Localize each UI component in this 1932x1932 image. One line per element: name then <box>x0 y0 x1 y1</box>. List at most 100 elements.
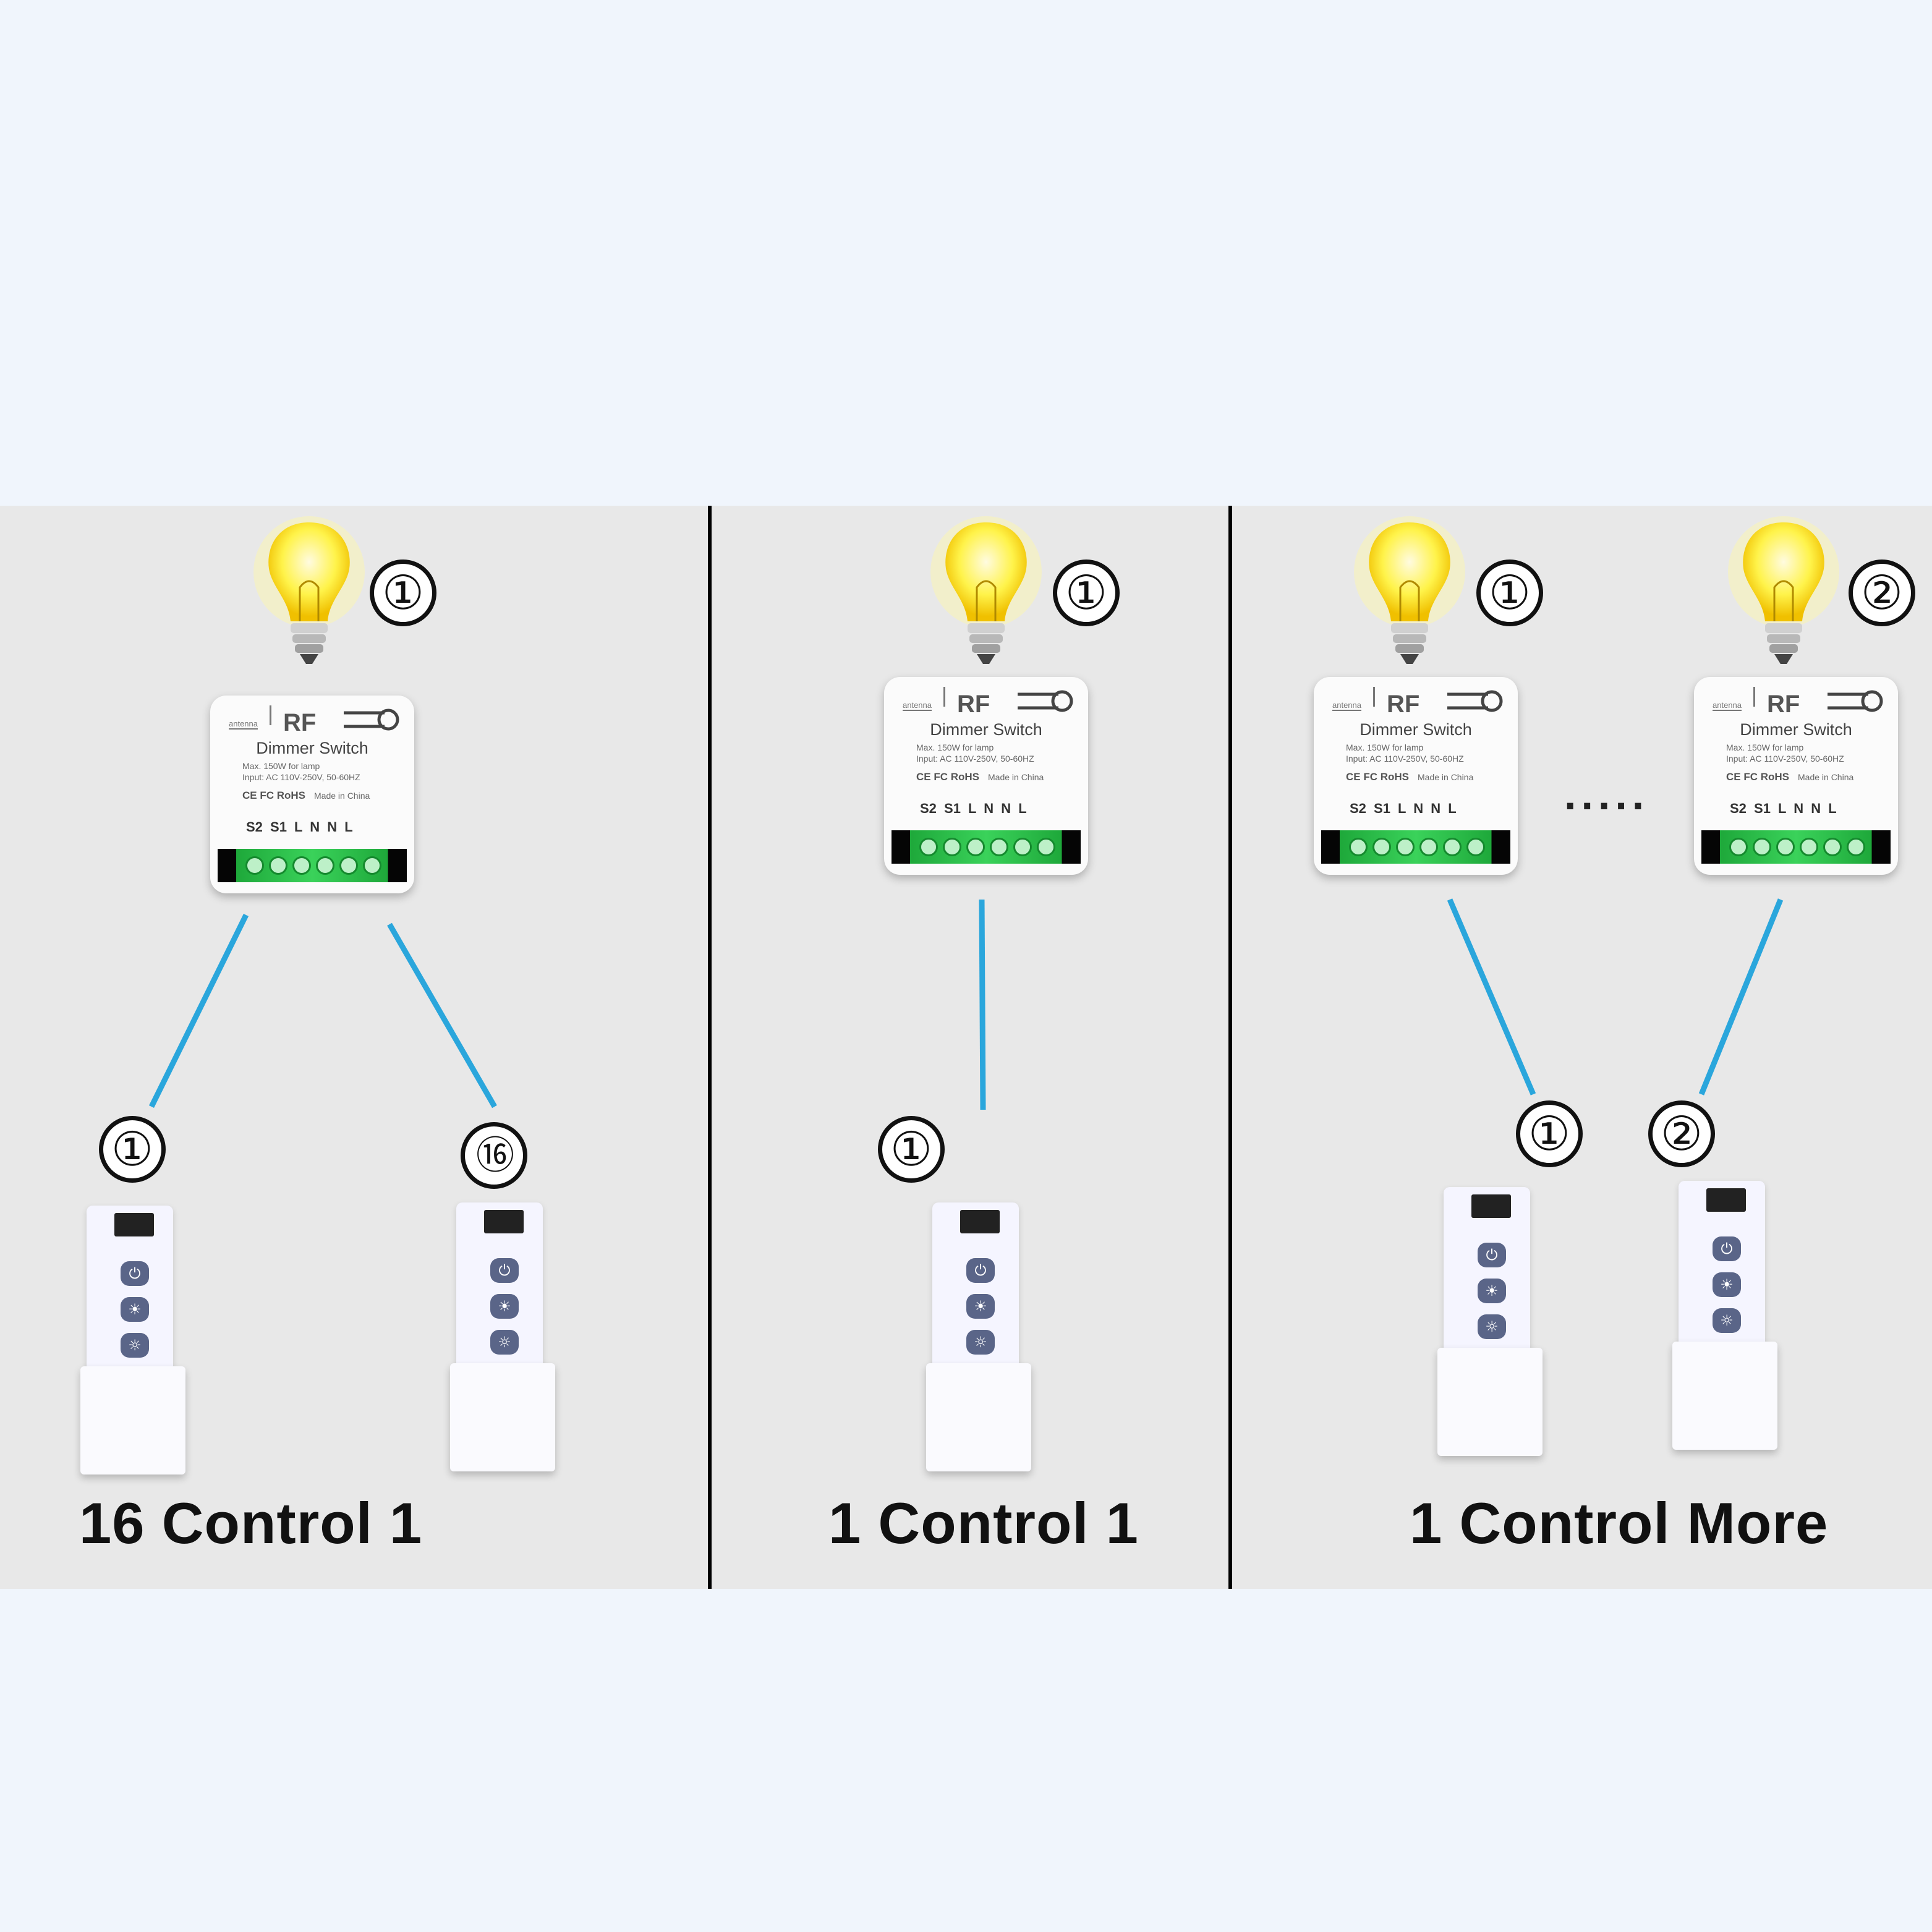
rf-link-line <box>979 899 986 1110</box>
brightness-up-icon: ☀ <box>1713 1272 1741 1297</box>
bulb-icon <box>927 513 1045 680</box>
remote-number: ① <box>99 1116 166 1183</box>
panel-caption: 16 Control 1 <box>79 1491 423 1555</box>
terminal-screw <box>1396 838 1415 856</box>
module-title: Dimmer Switch <box>930 720 1042 739</box>
made-in: Made in China <box>314 791 370 801</box>
module-spec: Input: AC 110V-250V, 50-60HZ <box>1346 754 1464 764</box>
bulb-number: ① <box>1476 560 1543 626</box>
module-title: Dimmer Switch <box>1740 720 1852 739</box>
made-in: Made in China <box>988 772 1044 782</box>
terminal-screw <box>1372 838 1391 856</box>
remote-body: ⏻☀☼ <box>1679 1181 1765 1366</box>
remote-number: ⑯ <box>461 1122 527 1189</box>
remote-indicator <box>1706 1188 1746 1212</box>
button-hook-icon <box>1447 690 1503 712</box>
rf-label: RF <box>1387 691 1420 718</box>
rf-label: RF <box>283 709 317 736</box>
remote-indicator <box>114 1213 154 1236</box>
antenna-label: antenna <box>1713 700 1742 711</box>
power-icon: ⏻ <box>966 1258 995 1283</box>
button-hook-icon <box>1018 690 1073 712</box>
terminal-screw <box>1013 838 1032 856</box>
cert-marks: CE FC RoHS <box>1726 771 1789 783</box>
brightness-down-icon: ☼ <box>966 1330 995 1355</box>
lightbulb-glyph <box>1728 516 1839 664</box>
terminal-block <box>1321 830 1510 864</box>
bulb-icon <box>250 513 368 680</box>
terminal-screw <box>292 856 311 875</box>
terminal-screw <box>316 856 334 875</box>
remote-indicator <box>1471 1194 1511 1218</box>
rf-label: RF <box>1767 691 1800 718</box>
power-icon: ⏻ <box>1478 1243 1506 1267</box>
antenna-label: antenna <box>1332 700 1361 711</box>
power-icon: ⏻ <box>121 1261 149 1286</box>
rf-link-line <box>1447 898 1536 1096</box>
terminal-screw <box>1729 838 1748 856</box>
remote-control: ⏻ ☀ ☼ <box>926 1202 1034 1475</box>
terminal-screw <box>1847 838 1865 856</box>
bulb-number: ② <box>1849 560 1915 626</box>
remote-body: ⏻☀☼ <box>456 1202 543 1388</box>
remote-control: ⏻☀☼ <box>450 1202 558 1475</box>
terminal-screw <box>245 856 264 875</box>
brightness-down-icon: ☼ <box>1478 1314 1506 1339</box>
lightbulb-glyph <box>253 516 365 664</box>
bulb-number: ① <box>1053 560 1120 626</box>
terminal-labels: S2 S1 L N N L <box>1350 801 1457 816</box>
brightness-up-icon: ☀ <box>121 1297 149 1322</box>
terminal-screw <box>1443 838 1462 856</box>
remote-cover <box>1672 1342 1777 1450</box>
remote-cover <box>80 1366 185 1475</box>
terminal-screw <box>339 856 358 875</box>
bulb-icon <box>1351 513 1468 680</box>
module-spec: Max. 150W for lamp <box>916 743 994 752</box>
remote-indicator <box>484 1210 524 1233</box>
remote-body: ⏻☀☼ <box>1444 1187 1530 1372</box>
terminal-screw <box>1753 838 1771 856</box>
antenna-label: antenna <box>903 700 932 711</box>
remote-control: ⏻☀☼ <box>1672 1181 1781 1453</box>
button-hook-icon <box>1828 690 1883 712</box>
remote-body: ⏻ ☀ ☼ <box>932 1202 1019 1388</box>
remote-cover <box>1437 1348 1543 1456</box>
terminal-block <box>892 830 1081 864</box>
terminal-labels: S2 S1 L N N L <box>1730 801 1837 816</box>
remote-number: ① <box>878 1116 945 1183</box>
remote-cover <box>926 1363 1031 1471</box>
module-title: Dimmer Switch <box>1360 720 1472 739</box>
module-title: Dimmer Switch <box>256 739 368 757</box>
brightness-down-icon: ☼ <box>121 1333 149 1358</box>
remote-indicator <box>960 1210 1000 1233</box>
rf-label: RF <box>957 691 990 718</box>
bulb-icon <box>1725 513 1842 680</box>
cert-marks: CE FC RoHS <box>1346 771 1409 783</box>
panel-divider <box>1228 506 1232 1589</box>
rf-link-line <box>1698 898 1784 1096</box>
panel-divider <box>708 506 712 1589</box>
terminal-block <box>218 849 407 882</box>
panel-caption: 1 Control More <box>1410 1491 1829 1555</box>
module-spec: Max. 150W for lamp <box>1346 743 1424 752</box>
remote-control: ⏻☀☼ <box>1437 1187 1546 1459</box>
brightness-up-icon: ☀ <box>966 1294 995 1319</box>
power-icon: ⏻ <box>1713 1236 1741 1261</box>
rf-link-line <box>387 922 497 1109</box>
terminal-screw <box>919 838 938 856</box>
more-ellipsis: ..... <box>1564 770 1649 819</box>
cert-marks: CE FC RoHS <box>916 771 979 783</box>
terminal-screw <box>1823 838 1842 856</box>
antenna-label: antenna <box>229 719 258 730</box>
module-spec: Input: AC 110V-250V, 50-60HZ <box>916 754 1034 764</box>
terminal-screw <box>1776 838 1795 856</box>
module-spec: Max. 150W for lamp <box>1726 743 1804 752</box>
terminal-screw <box>966 838 985 856</box>
remote-cover <box>450 1363 555 1471</box>
